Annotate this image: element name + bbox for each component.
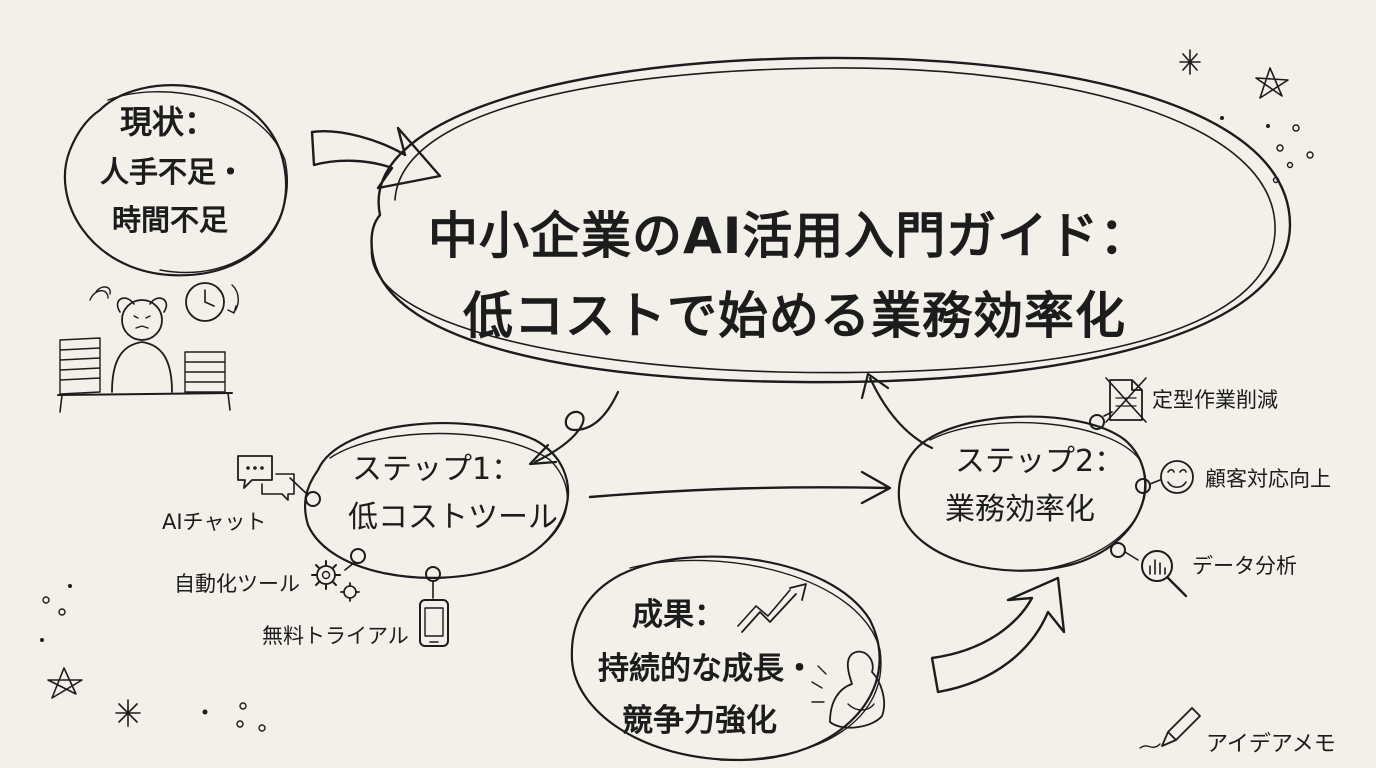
step1-ellipse bbox=[303, 422, 570, 579]
step2-item-customer-service: 顧客対応向上 bbox=[1205, 467, 1331, 491]
step1-item-automation: 自動化ツール bbox=[174, 572, 300, 596]
arrow-current-to-title bbox=[310, 126, 442, 190]
current-state-line-2: 人手不足・ bbox=[100, 155, 246, 189]
smartphone-icon bbox=[419, 599, 449, 647]
step1-item-free-trial: 無料トライアル bbox=[262, 624, 409, 648]
smiley-icon bbox=[1160, 460, 1194, 494]
title-ellipse bbox=[370, 56, 1292, 384]
arrow-title-to-step1 bbox=[528, 390, 620, 466]
step2-subtitle: 業務効率化 bbox=[945, 492, 1095, 527]
step2-ellipse bbox=[897, 415, 1147, 572]
pen-icon bbox=[1139, 707, 1201, 749]
step1-connectors bbox=[289, 477, 441, 599]
idea-memo-label: アイデアメモ bbox=[1206, 732, 1336, 757]
step2-item-data-analysis: データ分析 bbox=[1192, 554, 1297, 578]
step2-title: ステップ2： bbox=[955, 444, 1125, 479]
chat-bubbles-icon bbox=[237, 455, 295, 501]
step1-title: ステップ1： bbox=[352, 452, 522, 487]
current-state-line-1: 現状： bbox=[120, 103, 217, 141]
current-state-circle bbox=[63, 84, 288, 277]
title-line-2: 低コストで始める業務効率化 bbox=[463, 287, 1126, 345]
step2-item-routine-reduction: 定型作業削減 bbox=[1152, 388, 1278, 412]
title-line-1: 中小企業のAI活用入門ガイド： bbox=[428, 207, 1151, 265]
crossed-document-icon bbox=[1105, 377, 1147, 423]
decorative-sparkles bbox=[40, 49, 1314, 732]
step1-subtitle: 低コストツール bbox=[348, 500, 558, 535]
step1-item-ai-chat: AIチャット bbox=[162, 510, 267, 534]
step2-connectors bbox=[1089, 411, 1161, 561]
arrow-result-to-step2 bbox=[930, 576, 1066, 694]
magnifier-chart-icon bbox=[1141, 550, 1188, 598]
arrow-step2-to-title bbox=[860, 372, 934, 450]
growth-arrow-icon bbox=[737, 583, 807, 633]
current-state-line-3: 時間不足 bbox=[112, 203, 229, 237]
result-line-2: 持続的な成長・ bbox=[598, 651, 815, 687]
result-circle bbox=[570, 555, 882, 762]
result-title: 成果： bbox=[632, 597, 725, 633]
arrow-step1-to-step2 bbox=[588, 470, 892, 505]
flexed-arm-icon bbox=[811, 650, 885, 729]
gears-icon bbox=[311, 560, 360, 602]
result-line-3: 競争力強化 bbox=[622, 703, 777, 739]
stressed-worker-icon bbox=[57, 282, 239, 413]
